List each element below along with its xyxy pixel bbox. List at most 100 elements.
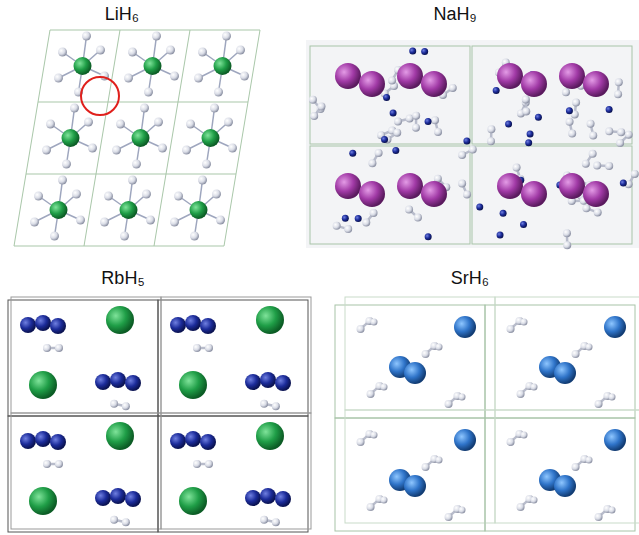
- hydrogen-atom: [368, 159, 376, 167]
- hydrogen-atom: [370, 209, 378, 217]
- hydrogen-atom: [458, 179, 466, 187]
- lithium-atom: [62, 129, 80, 147]
- hydrogen-atom: [144, 88, 153, 97]
- hydrogen-atom: [198, 48, 207, 57]
- hydrogen-site: [355, 215, 362, 222]
- hydrogen-atom: [388, 76, 396, 84]
- hydrogen-atom: [272, 402, 280, 410]
- unit-cell-back: [345, 297, 495, 410]
- unit-cell: [158, 416, 308, 532]
- cell-edge: [14, 30, 50, 246]
- hydrogen-cluster: [35, 431, 51, 447]
- hydrogen-atom: [317, 103, 325, 111]
- hydrogen-atom: [375, 149, 383, 157]
- hydrogen-cluster: [125, 375, 141, 391]
- hydrogen-atom: [82, 32, 91, 41]
- hydrogen-cluster: [20, 433, 36, 449]
- lithium-atom: [74, 57, 92, 75]
- hydrogen-atom: [362, 219, 370, 227]
- hydrogen-atom: [42, 146, 51, 155]
- hydrogen-atom: [393, 129, 401, 137]
- hydrogen-atom: [431, 116, 439, 124]
- strontium-atom: [554, 362, 576, 384]
- hydrogen-atom: [609, 394, 616, 401]
- hydrogen-atom: [563, 229, 571, 237]
- cell-edge: [26, 174, 236, 175]
- hydrogen-site: [383, 94, 390, 101]
- hydrogen-site: [525, 139, 532, 146]
- rubidium-atom: [106, 306, 134, 334]
- hydrogen-site: [505, 121, 512, 128]
- hydrogen-atom: [605, 162, 613, 170]
- unit-cell: [8, 416, 158, 532]
- hydrogen-atom: [517, 503, 525, 511]
- unit-cell: [335, 418, 485, 531]
- hydrogen-atom: [371, 319, 378, 326]
- hydrogen-atom: [459, 394, 466, 401]
- hydrogen-atom: [445, 513, 453, 521]
- unit-cell-back: [345, 410, 495, 523]
- unit-cell-back: [161, 413, 311, 529]
- hydrogen-atom: [531, 384, 538, 391]
- unit-cell: [472, 46, 632, 144]
- sodium-atom: [397, 173, 423, 199]
- hydrogen-atom: [272, 518, 280, 526]
- hydrogen-atom: [568, 130, 576, 138]
- hydrogen-atom: [55, 460, 63, 468]
- hydrogen-cluster: [185, 315, 201, 331]
- hydrogen-site: [421, 48, 428, 55]
- hydrogen-atom: [593, 162, 601, 170]
- cell-edge: [14, 246, 224, 247]
- hydrogen-atom: [582, 204, 590, 212]
- hydrogen-atom: [458, 151, 466, 159]
- strontium-atom: [454, 429, 476, 451]
- hydrogen-atom: [572, 350, 580, 358]
- rubidium-atom: [106, 422, 134, 450]
- hydrogen-atom: [394, 117, 402, 125]
- hydrogen-atom: [154, 118, 163, 127]
- sodium-atom: [359, 71, 385, 97]
- hydrogen-atom: [193, 460, 201, 468]
- hydrogen-cluster: [125, 491, 141, 507]
- unit-cell: [158, 300, 308, 416]
- hydrogen-atom: [605, 127, 613, 135]
- lithium-atom: [50, 201, 68, 219]
- hydrogen-atom: [58, 48, 67, 57]
- hydrogen-atom: [422, 350, 430, 358]
- strontium-atom: [454, 316, 476, 338]
- sodium-atom: [335, 63, 361, 89]
- hydrogen-atom: [422, 463, 430, 471]
- strontium-atom: [554, 475, 576, 497]
- hydrogen-site: [409, 48, 416, 55]
- hydrogen-atom: [344, 225, 352, 233]
- cell-edge: [50, 30, 260, 31]
- sodium-atom: [359, 181, 385, 207]
- hydrogen-atom: [405, 206, 413, 214]
- hydrogen-atom: [609, 507, 616, 514]
- hydrogen-atom: [120, 232, 129, 241]
- lithium-atom: [190, 201, 208, 219]
- hydrogen-cluster: [110, 372, 126, 388]
- hydrogen-atom: [507, 438, 515, 446]
- hydrogen-site: [476, 203, 483, 210]
- hydrogen-atom: [367, 503, 375, 511]
- hydrogen-atom: [30, 218, 39, 227]
- hydrogen-cluster: [245, 374, 261, 390]
- sodium-atom: [521, 181, 547, 207]
- hydrogen-atom: [88, 144, 97, 153]
- strontium-atom: [604, 316, 626, 338]
- hydrogen-atom: [414, 214, 422, 222]
- hydrogen-site: [520, 221, 527, 228]
- hydrogen-atom: [616, 139, 624, 147]
- sodium-atom: [521, 71, 547, 97]
- hydrogen-site: [349, 150, 356, 157]
- hydrogen-atom: [146, 216, 155, 225]
- compound-label: NaH₉: [433, 4, 476, 26]
- rubidium-atom: [179, 487, 207, 515]
- hydrogen-cluster: [275, 375, 291, 391]
- hydrogen-atom: [122, 402, 130, 410]
- hydrogen-atom: [228, 144, 237, 153]
- hydrogen-cluster: [275, 491, 291, 507]
- unit-cell-back: [161, 297, 311, 413]
- hydrogen-atom: [104, 192, 113, 201]
